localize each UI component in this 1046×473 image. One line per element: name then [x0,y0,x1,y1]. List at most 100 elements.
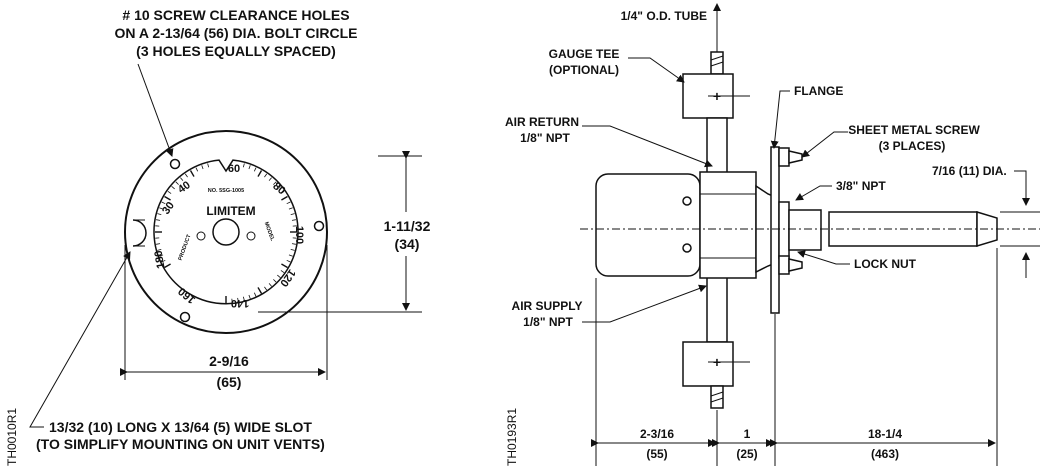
flange-leader [770,90,790,149]
npt-leader [795,185,832,201]
screw-label: SHEET METAL SCREW [848,123,980,137]
air-return-sub: 1/8" NPT [520,131,570,145]
air-supply-leader [582,284,707,323]
figure-id-right: TH0193R1 [505,408,519,466]
side-view: 1/4" O.D. TUBE + [505,3,1040,466]
dial-tick [268,283,272,287]
lock-nut-leader [797,250,850,265]
dial-tick [156,219,161,221]
dial-tick [167,190,172,194]
screw-thread-top [788,150,803,164]
dial-brand: LIMITEM [206,204,255,218]
dial-tick [290,213,295,216]
height-dim-metric: (34) [395,236,420,252]
flange-label: FLANGE [794,84,843,98]
tube-stub-bottom [710,385,724,409]
dial-face [153,159,299,305]
dim-2-label: 1 [744,427,751,441]
dial-tick [288,254,293,257]
dial-tick [184,173,188,178]
front-view: # 10 SCREW CLEARANCE HOLES ON A 2-13/64 … [5,7,431,466]
dial-product: PRODUCT [178,233,193,261]
dial-tick [264,173,268,178]
air-return-label: AIR RETURN [505,115,579,129]
holes-note-line-3: (3 HOLES EQUALLY SPACED) [136,43,336,59]
dim-3-metric: (463) [871,447,899,461]
tee-center-mark-top: + [713,88,721,104]
dial-tick [286,259,291,263]
tube-barb-3 [710,391,724,397]
dial-tick [291,243,296,245]
tee-center-mark-bottom: + [713,354,721,370]
dim-1-metric: (55) [646,447,667,461]
dim-3-label: 18-1/4 [868,427,902,441]
npt-label: 3/8" NPT [836,179,886,193]
dial-tick [157,248,162,251]
dial-label-160: 160 [176,285,198,306]
air-supply-label: AIR SUPPLY [512,299,583,313]
dial-label-40: 40 [176,179,193,196]
dial-tick [280,190,285,194]
dial-tick [242,296,245,301]
figure-id-left: TH0010R1 [5,408,19,466]
dial-tick [157,213,162,216]
dial-tick [280,270,285,274]
dial-label-30: 30 [160,200,177,217]
air-return-leader [582,125,713,168]
mounting-hole-1 [169,158,181,170]
dial-hole-left [196,231,206,241]
dial-tick [286,201,291,205]
holes-note-line-2: ON A 2-13/64 (56) DIA. BOLT CIRCLE [115,25,358,41]
tube-lower-body [706,275,728,343]
dial-tick [277,186,281,190]
dial-label-60: 60 [228,163,240,175]
dial-tick [281,195,288,201]
dial-tick [264,286,268,291]
mounting-hole-3 [179,311,191,323]
dial-tick [161,259,166,263]
dial-tick [201,165,204,170]
screw-thread-bottom [788,258,803,272]
dial-tick [281,263,288,269]
gauge-tee-label: GAUGE TEE [549,47,620,61]
dial-label-100: 100 [293,226,305,244]
gauge-tee-sub: (OPTIONAL) [549,63,619,77]
dial-tick [180,177,184,181]
dial-tick [257,287,263,294]
dial-tick [253,292,257,297]
dial-serial: NO. 5SG-1005 [208,188,244,194]
air-supply-sub: 1/8" NPT [523,315,573,329]
dial-tick [195,167,199,172]
dial-label-180: 180 [153,249,168,269]
dial-tick [164,195,171,201]
tube-barb-4 [710,397,724,403]
holes-note-line-1: # 10 SCREW CLEARANCE HOLES [122,7,349,23]
motor-cover [595,173,701,277]
dial-tick [171,186,175,190]
housing-outline [124,130,328,334]
dial-hole-right [246,231,256,241]
dial-tick [248,165,251,170]
dial-tick [156,243,161,245]
dial-label-80: 80 [270,180,287,197]
dial-tick [164,263,171,269]
tube-label: 1/4" O.D. TUBE [621,9,707,23]
dim-2-metric: (25) [736,447,757,461]
dial-tick [237,297,239,302]
dial-tick [253,167,257,172]
width-dim-label: 2-9/16 [209,353,249,369]
dia-label: 7/16 (11) DIA. [932,164,1007,178]
dial-tick [290,248,295,251]
dial-tick [288,207,293,210]
threaded-stub [788,209,822,251]
dial-tick [273,181,277,185]
dial-tick [277,274,281,278]
dial-tick [161,201,166,205]
slot-leader [29,251,131,428]
tube-barb-1 [710,55,724,61]
slot-note-line-1: 13/32 (10) LONG X 13/64 (5) WIDE SLOT [49,419,312,435]
mounting-slot [132,219,147,247]
dial-tick [159,254,164,257]
gauge-tee-leader [628,57,685,83]
